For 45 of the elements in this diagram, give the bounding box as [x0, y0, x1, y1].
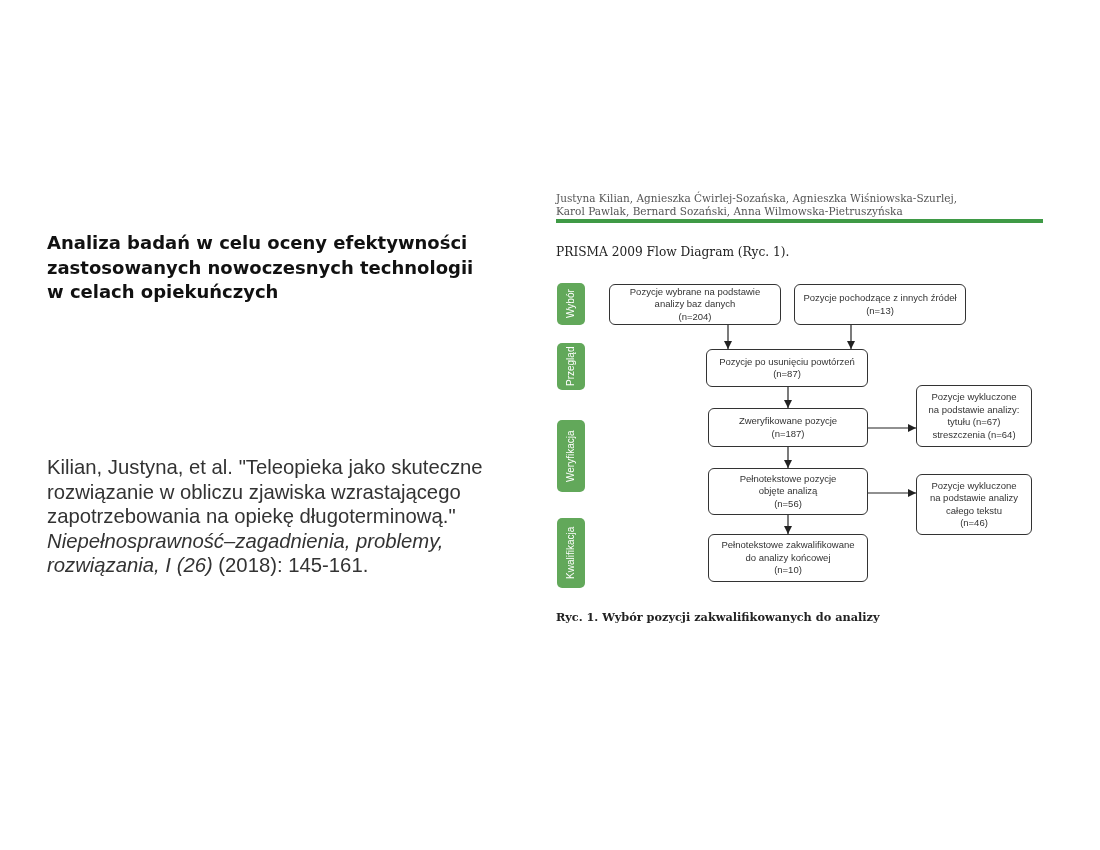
figure-heading: PRISMA 2009 Flow Diagram (Ryc. 1).	[556, 244, 790, 260]
box-text: Pełnotekstowe zakwalifikowane do analizy końcowej	[720, 539, 856, 565]
stage-label: Kwalifikacja	[565, 526, 577, 580]
count-text: streszczenia (n=64)	[931, 428, 1017, 441]
author-list: Justyna Kilian, Agnieszka Ćwirlej-Sozańska, Agnieszka Wiśniowska-Szurlej, Karol Pawlak, Bernard Sozański, Anna Wilmowska-Pietruszyńska	[556, 192, 981, 218]
process-box	[708, 534, 868, 582]
arrow	[867, 424, 917, 432]
process-box	[916, 385, 1032, 447]
count-text: tytułu (n=67)	[946, 416, 1002, 429]
arrow	[784, 386, 792, 409]
box-text: Pełnotekstowe pozycje objęte analizą	[738, 472, 838, 498]
stage-label: Weryfikacja	[565, 430, 577, 482]
figure-caption: Ryc. 1. Wybór pozycji zakwalifikowanych do analizy	[556, 610, 880, 625]
arrow	[784, 446, 792, 469]
process-box	[609, 284, 781, 325]
heading: Analiza badań w celu oceny efektywności zastosowanych nowoczesnych technologii w celach opiekuńczych	[47, 231, 475, 304]
process-box	[916, 474, 1032, 535]
count-text: (n=187)	[770, 427, 806, 440]
count-text: (n=10)	[773, 564, 803, 577]
box-text: Zweryfikowane pozycje	[737, 415, 839, 428]
box-text: Pozycje po usunięciu powtórzeń	[718, 355, 856, 368]
box-text: Pozycje wykluczone na podstawie analizy:	[927, 391, 1021, 416]
process-box	[794, 284, 966, 325]
process-box	[708, 468, 868, 515]
arrow	[867, 489, 917, 497]
box-text: Pozycje wybrane na podstawie analizy baz danych	[628, 285, 762, 311]
citation-text: Kilian, Justyna, et al. "Teleopieka jako skuteczne rozwiązanie w obliczu zjawiska wzrastającego zapotrzebowania na opiekę długoterminową." Niepełnosprawność–zagadnienia, problemy, rozwiązania, I (26) (2018): 145-161.	[47, 455, 484, 578]
box-text: Pozycje pochodzące z innych źródeł	[802, 292, 958, 305]
box-text: Pozycje wykluczone na podstawie analizy całego tekstu	[928, 479, 1020, 517]
arrow	[724, 324, 732, 350]
count-text: (n=56)	[773, 497, 803, 511]
process-box	[708, 408, 868, 447]
arrow	[784, 514, 792, 535]
stage-label: Przegląd	[565, 346, 577, 387]
stage-tab	[557, 343, 585, 390]
stage-tab	[557, 283, 585, 325]
stage-tab	[557, 518, 585, 588]
stage-label: Wybór	[565, 289, 577, 319]
count-text: (n=46)	[959, 517, 989, 530]
arrow	[847, 324, 855, 350]
stage-tab	[557, 420, 585, 492]
count-text: (n=204)	[677, 310, 713, 324]
process-box	[706, 349, 868, 387]
count-text: (n=87)	[772, 368, 802, 381]
count-text: (n=13)	[865, 304, 895, 317]
